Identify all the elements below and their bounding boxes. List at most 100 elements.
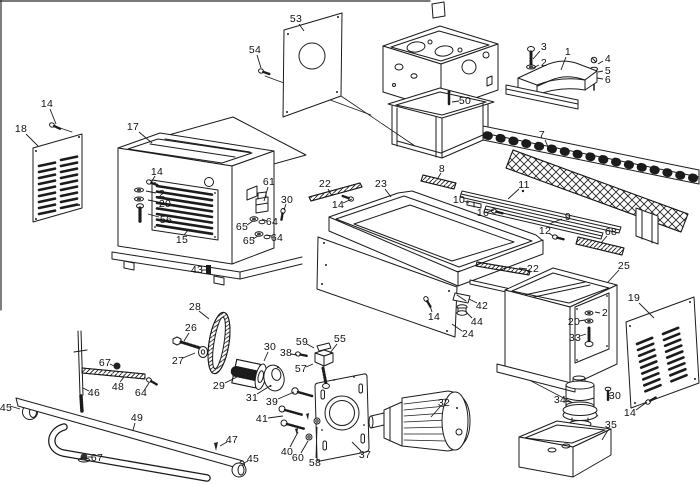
part-label-65: 65 [243, 235, 255, 247]
leader-line-10 [463, 200, 470, 204]
pin-47 [214, 442, 218, 451]
part-label-28: 28 [189, 301, 201, 313]
clip-43 [206, 265, 211, 274]
leader-line-22 [327, 188, 333, 197]
leader-line-44 [465, 311, 473, 319]
part-label-11: 11 [518, 179, 530, 191]
nut-67 [113, 362, 121, 370]
part-label-14: 14 [41, 98, 53, 110]
leader-line-12 [548, 232, 554, 237]
part-label-39: 39 [266, 396, 278, 408]
part-label-55: 55 [334, 333, 346, 345]
leader-line-24 [451, 323, 463, 332]
part-label-38: 38 [280, 347, 292, 359]
housing-25 [496, 267, 618, 393]
vent-panel-18 [32, 133, 83, 223]
leader-line-53 [298, 23, 305, 32]
washers-64-65 [249, 206, 287, 240]
part-label-14: 14 [624, 407, 636, 419]
part-label-46: 46 [88, 387, 100, 399]
part-label-2: 2 [602, 307, 608, 319]
part-label-22: 22 [319, 178, 331, 190]
leader-line-40 [289, 431, 299, 448]
leader-line-32 [430, 406, 441, 418]
leader-line-59 [306, 343, 315, 349]
part-label-14: 14 [151, 166, 163, 178]
leader-line-64 [144, 382, 150, 390]
frame-50 [387, 87, 495, 159]
part-label-57: 57 [295, 363, 307, 375]
leader-line-30 [283, 203, 287, 211]
leader-line-9 [548, 218, 563, 225]
leader-line-27 [182, 352, 196, 359]
leader-line-5 [597, 70, 604, 73]
leader-line-14 [635, 401, 648, 411]
leader-line-38 [290, 353, 298, 356]
leader-line-65 [252, 235, 259, 240]
tray-23 [328, 190, 544, 287]
part-label-19: 19 [628, 292, 640, 304]
leader-line-23 [384, 188, 392, 198]
leader-line-28 [198, 310, 210, 320]
leader-line-54 [256, 54, 262, 69]
part-label-29: 29 [213, 380, 225, 392]
part-label-33: 33 [569, 332, 581, 344]
leader-line-20 [578, 319, 586, 322]
part-label-30: 30 [609, 390, 621, 402]
part-label-53: 53 [290, 13, 302, 25]
part-label-4: 4 [605, 53, 611, 65]
box-35 [518, 420, 612, 478]
leader-line-30 [263, 351, 269, 362]
leader-line-25 [607, 269, 620, 283]
part-label-2: 2 [159, 188, 165, 200]
leader-line-2 [145, 190, 157, 194]
part-label-5: 5 [605, 65, 611, 77]
leader-line-39 [277, 391, 295, 400]
part-label-67: 67 [99, 357, 111, 369]
part-label-16: 16 [477, 207, 489, 219]
part-label-56: 56 [160, 214, 172, 226]
part-label-31: 31 [246, 392, 258, 404]
part-label-10: 10 [453, 194, 465, 206]
leader-line-46 [82, 387, 90, 392]
part-label-45: 45 [247, 453, 259, 465]
leader-line-20 [147, 199, 159, 203]
leader-line-2 [532, 64, 540, 69]
rack-rail [505, 149, 689, 245]
leader-line-37 [351, 441, 362, 452]
leader-line-56 [147, 213, 160, 218]
leader-line-22 [518, 267, 528, 270]
leader-line-41 [267, 415, 284, 419]
part-label-49: 49 [131, 412, 143, 424]
leader-line-31 [256, 385, 271, 395]
leader-line-11 [507, 188, 520, 200]
part-label-60: 60 [292, 452, 304, 464]
leader-line-2 [594, 311, 601, 314]
leader-line-1 [560, 56, 567, 71]
leader-line-60 [300, 440, 309, 454]
leader-line-6 [596, 77, 604, 80]
part-label-61: 61 [263, 176, 275, 188]
part-label-27: 27 [172, 355, 184, 367]
part-label-20: 20 [568, 316, 580, 328]
part-label-30: 30 [281, 194, 293, 206]
part-label-65: 65 [236, 221, 248, 233]
part-label-1: 1 [565, 46, 571, 58]
leader-line-34 [564, 400, 572, 403]
motor-plate-37 [314, 373, 370, 462]
part-label-25: 25 [618, 260, 630, 272]
flange-31 [263, 364, 285, 392]
leader-line-68 [600, 235, 608, 244]
part-label-64: 64 [271, 232, 283, 244]
leader-line-61 [263, 186, 269, 202]
part-label-8: 8 [439, 163, 445, 175]
leader-line-45 [241, 460, 249, 465]
leader-line-50 [451, 100, 460, 103]
leader-line-7 [544, 139, 550, 150]
handle-49 [15, 397, 247, 482]
panel-24 [316, 236, 458, 338]
leader-line-17 [138, 131, 153, 144]
part-label-48: 48 [112, 381, 124, 393]
part-label-22: 22 [527, 263, 539, 275]
